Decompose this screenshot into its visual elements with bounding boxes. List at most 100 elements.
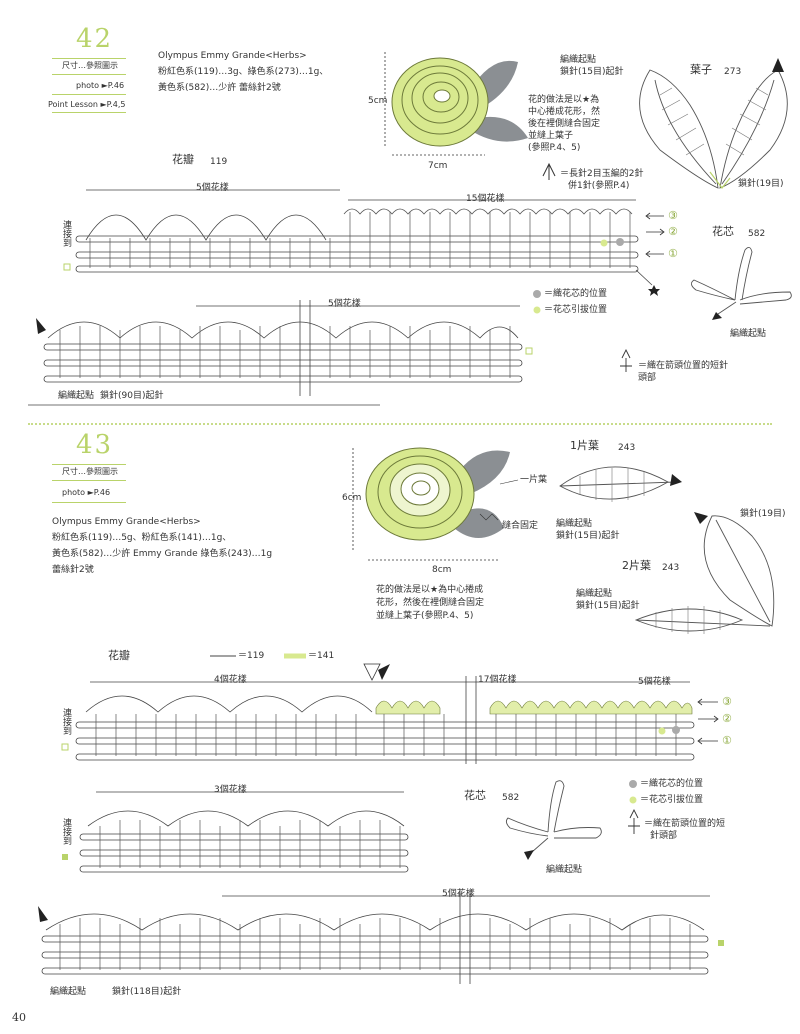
- row-marker: ①: [722, 734, 732, 747]
- dimension-height: 6cm: [342, 493, 362, 503]
- legend-stitch-2: 頭部: [638, 373, 657, 383]
- leaf-code: 273: [724, 67, 742, 77]
- legend-cluster: ＝長針2目玉編的2針: [560, 169, 644, 179]
- divider: [52, 94, 126, 95]
- bottom-start-label: 編織起點: [50, 987, 87, 997]
- dimension-width: 7cm: [428, 161, 448, 171]
- repeat-label: 5個花樣: [196, 183, 229, 193]
- yarn-line: 黃色系(582)…少許 蕾絲針2號: [158, 83, 281, 93]
- legend-green: ＝花芯引拔位置: [640, 795, 704, 805]
- leaf1-title: 1片葉: [570, 439, 599, 452]
- row-marker: ③: [668, 209, 678, 222]
- leaf-chain-label: 鎖針(19目): [738, 179, 784, 189]
- leaf2-title: 2片葉: [622, 559, 651, 572]
- legend-gray: ＝織花芯的位置: [640, 779, 704, 789]
- dimension-height: 5cm: [368, 96, 388, 106]
- repeat-label: 5個花樣: [442, 889, 475, 899]
- point-lesson-ref: Point Lesson ►P.4,5: [48, 100, 126, 109]
- method-line: 並縫上葉子(參照P.4、5): [376, 611, 474, 621]
- leaf1-start-label: 編織起點: [556, 519, 593, 529]
- method-line: (參照P.4、5): [528, 143, 581, 153]
- legend-stitch: ＝織在箭頭位置的短針: [638, 361, 729, 371]
- size-label: 尺寸…參照圖示: [62, 467, 118, 476]
- method-line: 並縫上葉子: [528, 131, 574, 141]
- row-marker: ③: [722, 695, 732, 708]
- row-marker: ①: [668, 247, 678, 260]
- leaf2-code: 243: [662, 563, 680, 573]
- divider: [52, 502, 126, 503]
- core-start-label: 編織起點: [546, 865, 583, 875]
- method-line: 花形，然後在裡側縫合固定: [376, 598, 485, 608]
- legend-141: ＝141: [308, 651, 335, 661]
- pattern-number: 42: [76, 24, 114, 54]
- core-code: 582: [502, 793, 520, 803]
- method-line: 花的做法是以★為: [528, 95, 600, 105]
- leaf-start-chain: 鎖針(15目)起針: [560, 67, 624, 77]
- repeat-label: 3個花樣: [214, 785, 247, 795]
- leaf1-start-chain: 鎖針(15目)起針: [556, 531, 620, 541]
- method-line: 後在裡側縫合固定: [528, 119, 601, 129]
- bottom-chain-label: 鎖針(118目)起針: [112, 987, 182, 997]
- petal-code: 119: [210, 157, 228, 167]
- dimension-width: 8cm: [432, 565, 452, 575]
- leaf-label: 一片葉: [520, 475, 548, 485]
- yarn-line: 蕾絲針2號: [52, 565, 94, 575]
- yarn-line: 粉紅色系(119)…5g、粉紅色系(141)…1g、: [52, 533, 232, 543]
- repeat-label: 17個花樣: [478, 675, 517, 685]
- core-start-label: 編織起點: [730, 329, 767, 339]
- core-title: 花芯: [464, 789, 486, 802]
- repeat-label: 15個花樣: [466, 194, 505, 204]
- bottom-chain-label: 鎖針(90目)起針: [100, 391, 164, 401]
- row-marker: ②: [722, 712, 732, 725]
- photo-ref: photo ►P.46: [76, 81, 125, 90]
- divider: [52, 480, 126, 481]
- bottom-start-label: 編織起點: [58, 391, 95, 401]
- leaf-start-label: 編織起點: [560, 55, 597, 65]
- legend-cluster-2: 併1針(參照P.4): [568, 181, 630, 191]
- pattern-number: 43: [76, 430, 114, 460]
- petal-title: 花瓣: [172, 153, 194, 166]
- yarn-line: 黃色系(582)…少許 Emmy Grande 綠色系(243)…1g: [52, 549, 273, 559]
- core-code: 582: [748, 229, 766, 239]
- leaf2-start-chain: 鎖針(15目)起針: [576, 601, 640, 611]
- divider: [52, 58, 126, 59]
- sew-label: 縫合固定: [502, 521, 539, 531]
- legend-green: ＝花芯引拔位置: [544, 305, 608, 315]
- method-line: 花的做法是以★為中心捲成: [376, 585, 484, 595]
- leaf1-code: 243: [618, 443, 636, 453]
- core-title: 花芯: [712, 225, 734, 238]
- row-marker: ②: [668, 225, 678, 238]
- yarn-line: 粉紅色系(119)…3g、綠色系(273)…1g、: [158, 67, 329, 77]
- legend-stitch-2: 針頭部: [650, 831, 678, 841]
- leaf2-start-label: 編織起點: [576, 589, 613, 599]
- legend-119: ＝119: [238, 651, 265, 661]
- divider: [52, 464, 126, 465]
- page-number: 40: [12, 1011, 26, 1024]
- section-divider: [28, 423, 772, 425]
- yarn-line: Olympus Emmy Grande<Herbs>: [52, 517, 201, 527]
- connect-label: 連接到: [61, 220, 71, 247]
- yarn-line: Olympus Emmy Grande<Herbs>: [158, 51, 307, 61]
- divider: [52, 74, 126, 75]
- photo-ref: photo ►P.46: [62, 488, 111, 497]
- petal-title: 花瓣: [108, 649, 130, 662]
- connect-label: 連接到: [61, 818, 71, 845]
- divider: [52, 112, 126, 113]
